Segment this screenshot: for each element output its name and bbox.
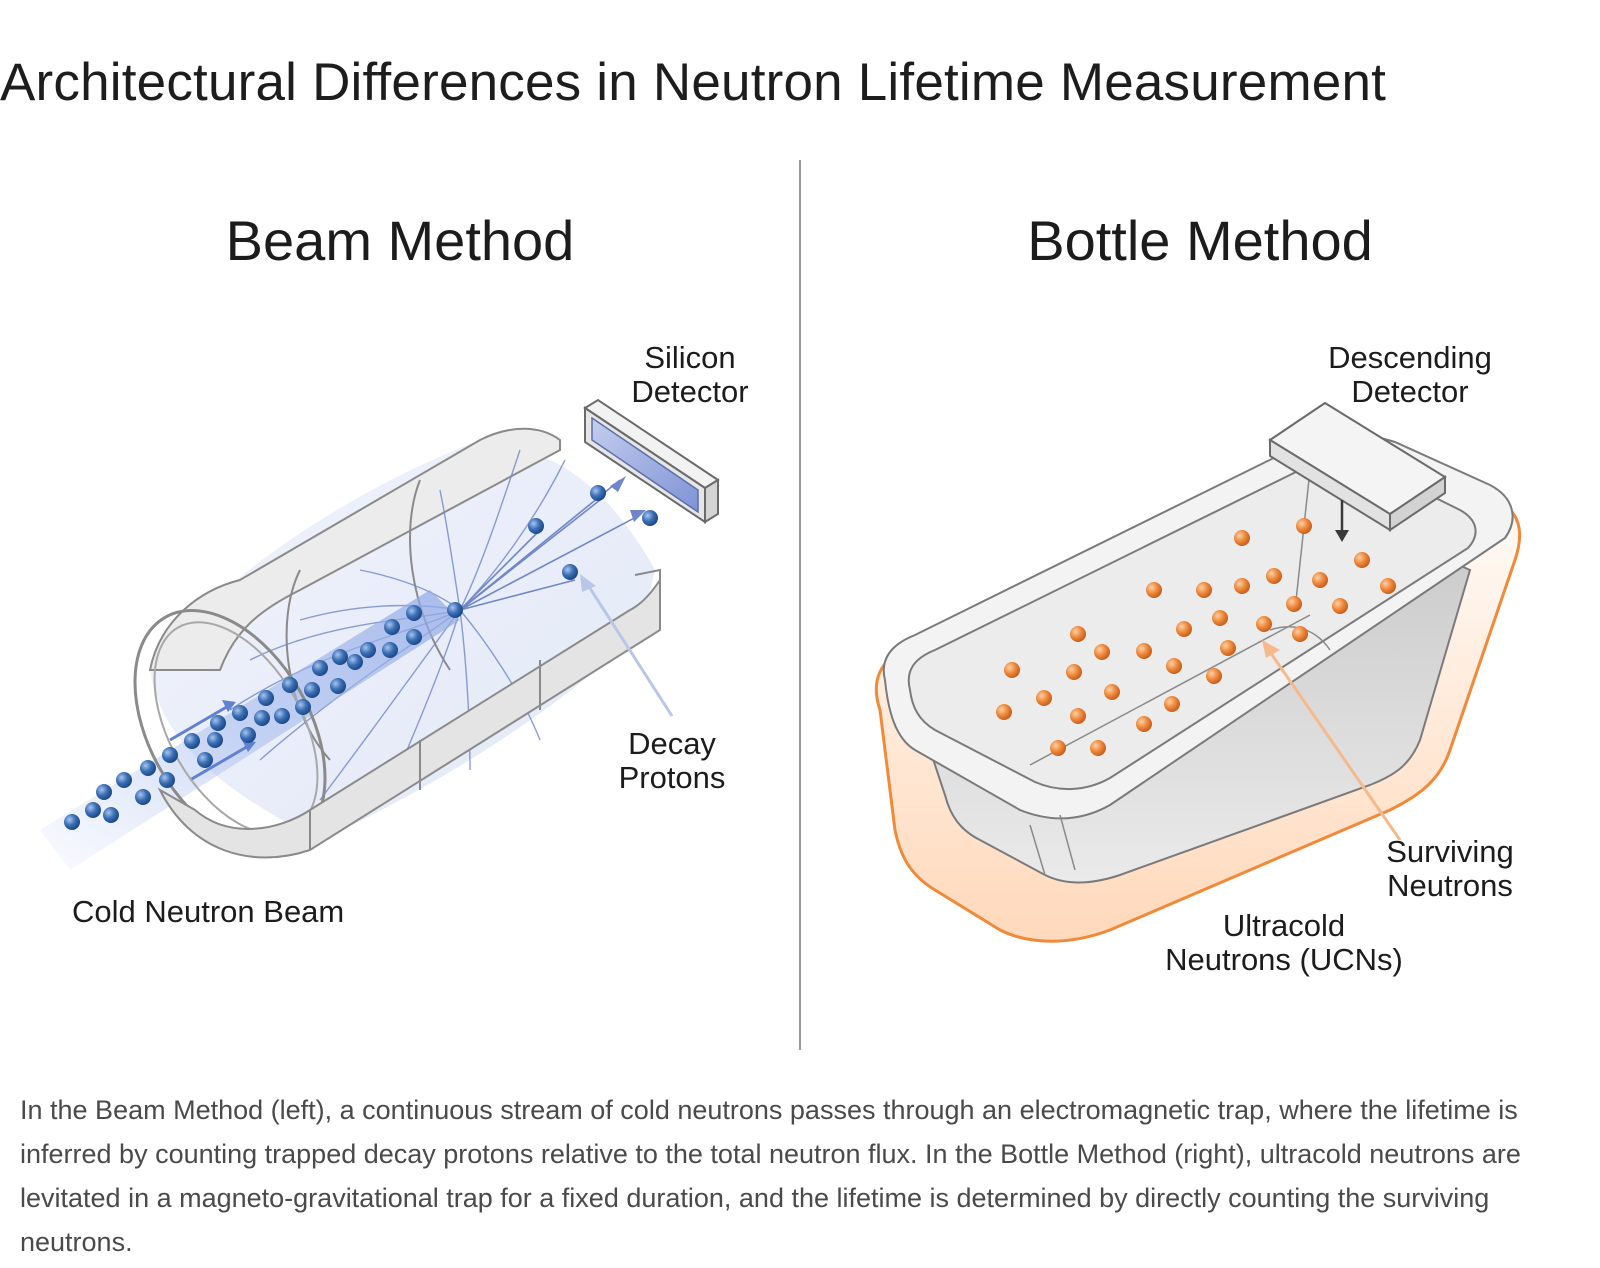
surviving-neutrons-label-line2: Neutrons bbox=[1387, 868, 1513, 903]
ultracold-neutron-particles bbox=[996, 518, 1396, 756]
comparison-figure: Beam Method bbox=[0, 150, 1600, 1050]
decay-protons-label-line2: Protons bbox=[619, 760, 726, 795]
page-title: Architectural Differences in Neutron Lif… bbox=[0, 53, 1387, 112]
silicon-detector-icon bbox=[583, 398, 720, 524]
cold-neutron-particles bbox=[64, 485, 658, 830]
beam-method-panel: Beam Method bbox=[40, 209, 749, 929]
descending-detector-icon bbox=[1268, 401, 1447, 532]
ultracold-neutrons-label-line2: Neutrons (UCNs) bbox=[1165, 942, 1403, 977]
figure-caption: In the Beam Method (left), a continuous … bbox=[20, 1095, 1521, 1257]
descending-detector-label-line1: Descending bbox=[1328, 340, 1492, 375]
surviving-neutrons-label-line1: Surviving bbox=[1386, 834, 1514, 869]
silicon-detector-label-line1: Silicon bbox=[644, 340, 735, 375]
beam-method-title: Beam Method bbox=[226, 209, 575, 272]
magneto-gravitational-trap-illustration bbox=[874, 401, 1522, 943]
descending-detector-label-line2: Detector bbox=[1351, 374, 1468, 409]
comparison-figure-svg: Beam Method bbox=[40, 160, 1522, 1050]
bottle-method-title: Bottle Method bbox=[1027, 209, 1373, 272]
ultracold-neutrons-label-line1: Ultracold bbox=[1223, 908, 1345, 943]
decay-protons-label-line1: Decay bbox=[628, 726, 716, 761]
bottle-method-panel: Bottle Method bbox=[874, 209, 1522, 977]
cold-neutron-beam-label: Cold Neutron Beam bbox=[72, 894, 344, 929]
silicon-detector-label-line2: Detector bbox=[631, 374, 748, 409]
electromagnetic-trap-illustration bbox=[40, 398, 720, 870]
